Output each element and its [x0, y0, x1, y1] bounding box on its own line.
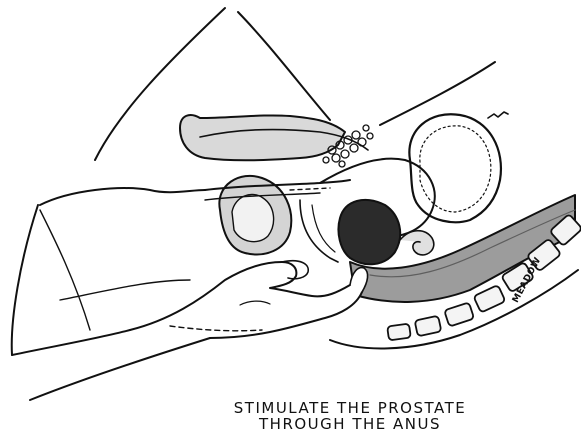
prostate-gland: [338, 200, 400, 264]
bladder-inner: [420, 126, 491, 212]
lower-leg-skin-line: [40, 210, 90, 330]
penis-outline: [180, 115, 345, 160]
arm-outline-lower: [30, 338, 210, 400]
bladder-outline: [409, 114, 501, 222]
hand-outline: [130, 262, 363, 338]
coiled-intestine: [400, 231, 434, 255]
caption-line-2: THROUGH THE ANUS: [200, 415, 500, 433]
raised-leg-outline-inner: [238, 12, 330, 120]
lower-leg-outline-bottom: [12, 205, 38, 355]
lower-leg-outline-top: [40, 188, 205, 205]
hair-tuft: [488, 112, 508, 118]
testicle-inner: [232, 194, 274, 241]
arm-outline: [12, 330, 130, 355]
dashed-guide: [290, 188, 330, 190]
